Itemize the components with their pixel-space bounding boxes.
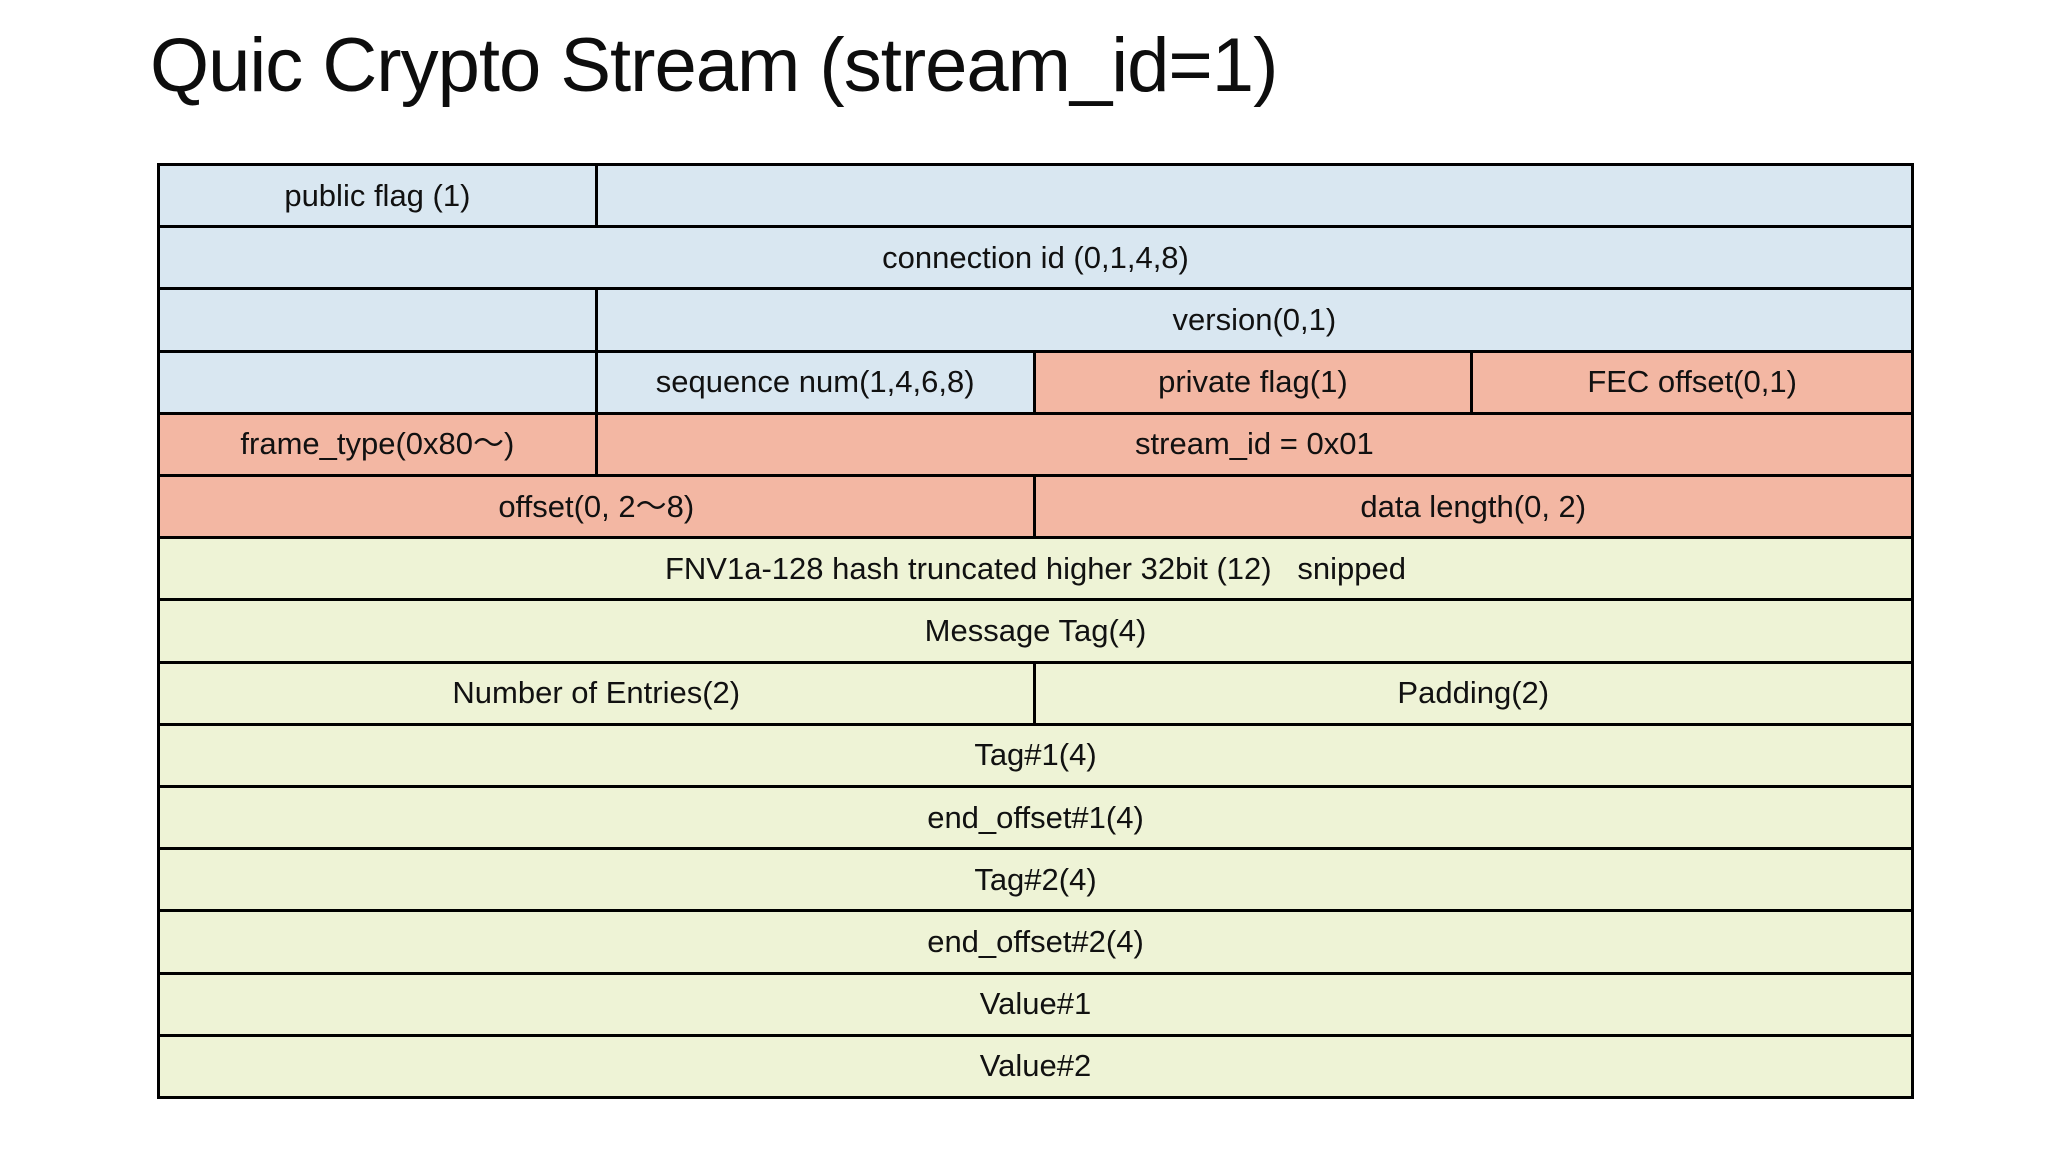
packet-field: end_offset#1(4) [160,788,1911,848]
packet-row: end_offset#1(4) [160,788,1911,851]
packet-field: public flag (1) [160,166,598,226]
packet-row: frame_type(0x80〜)stream_id = 0x01 [160,414,1911,478]
packet-field [160,290,598,350]
packet-field: stream_id = 0x01 [597,414,1911,475]
packet-row: Tag#1(4) [160,725,1911,789]
packet-field: Value#2 [160,1036,1911,1097]
packet-field: connection id (0,1,4,8) [160,228,1911,288]
packet-field: private flag(1) [1035,352,1474,412]
packet-field: Number of Entries(2) [160,663,1036,723]
packet-field: Message Tag(4) [160,601,1911,661]
packet-row: Message Tag(4) [160,601,1911,664]
packet-field: sequence num(1,4,6,8) [597,352,1036,412]
packet-field [597,166,1911,226]
packet-row: sequence num(1,4,6,8)private flag(1)FEC … [160,352,1911,415]
page-title: Quic Crypto Stream (stream_id=1) [150,23,1278,108]
packet-row: offset(0, 2〜8)data length(0, 2) [160,477,1911,540]
packet-row: version(0,1) [160,290,1911,353]
packet-field: version(0,1) [597,290,1911,350]
packet-row: connection id (0,1,4,8) [160,228,1911,291]
packet-field [160,352,598,412]
packet-field: FNV1a-128 hash truncated higher 32bit (1… [160,539,1911,599]
packet-row: public flag (1) [160,166,1911,229]
packet-field: Padding(2) [1035,663,1911,723]
packet-field: end_offset#2(4) [160,912,1911,972]
packet-field: data length(0, 2) [1035,477,1911,537]
packet-row: Value#1 [160,974,1911,1037]
packet-field: frame_type(0x80〜) [160,414,598,475]
packet-layout-diagram: public flag (1)connection id (0,1,4,8)ve… [157,163,1914,1099]
packet-field: Tag#2(4) [160,850,1911,910]
packet-row: Number of Entries(2)Padding(2) [160,663,1911,726]
packet-field: Value#1 [160,974,1911,1034]
packet-field: offset(0, 2〜8) [160,477,1036,537]
packet-field: FEC offset(0,1) [1473,352,1911,412]
packet-field: Tag#1(4) [160,725,1911,786]
packet-row: Tag#2(4) [160,850,1911,913]
packet-row: Value#2 [160,1036,1911,1097]
packet-row: end_offset#2(4) [160,912,1911,975]
packet-row: FNV1a-128 hash truncated higher 32bit (1… [160,539,1911,602]
